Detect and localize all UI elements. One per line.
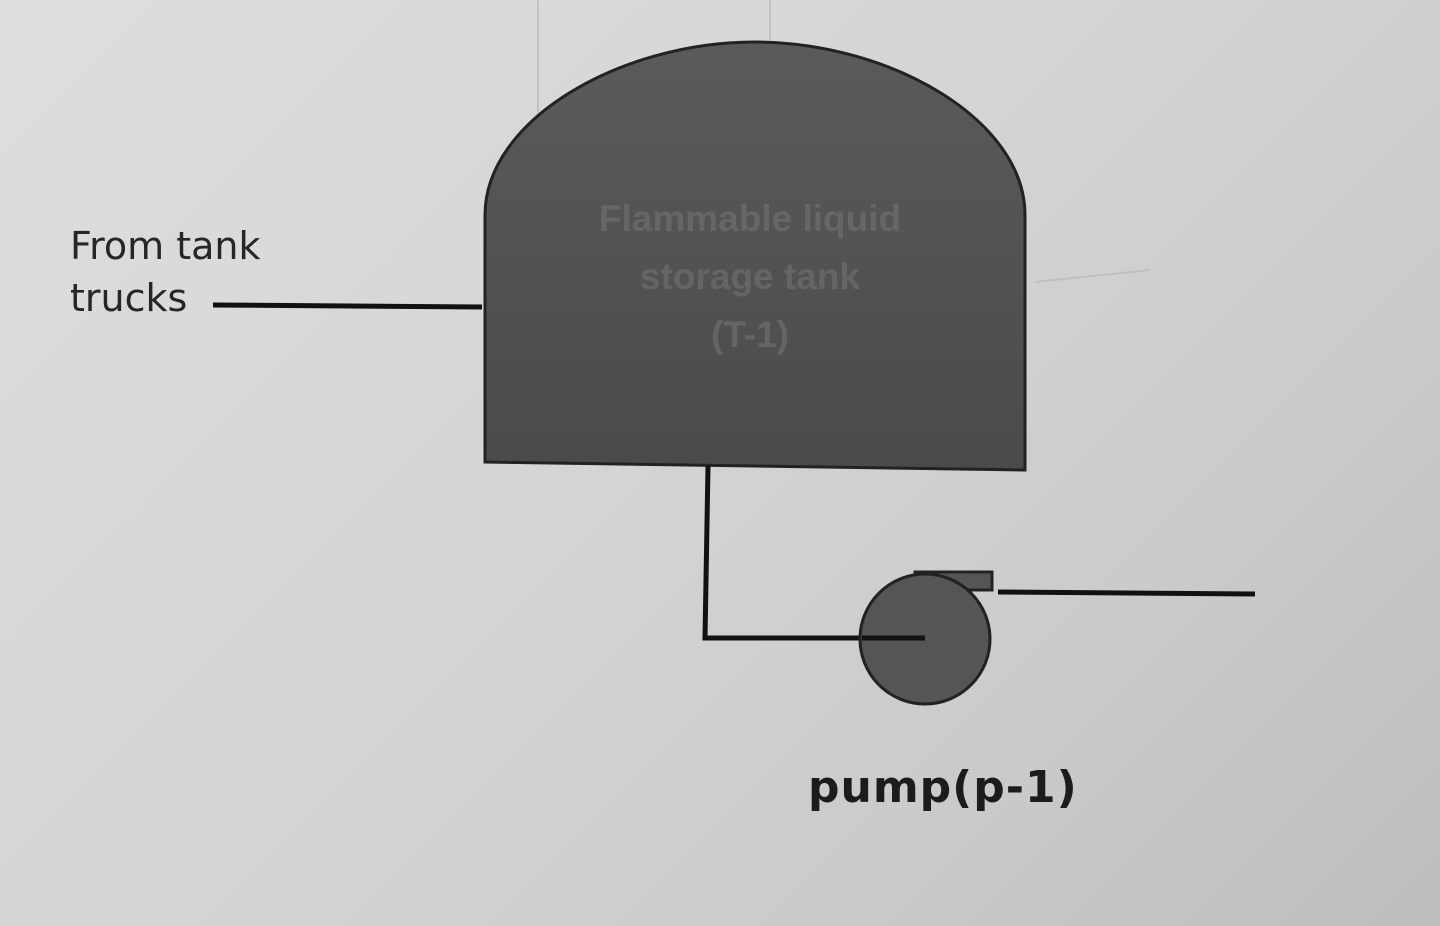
background-marks xyxy=(537,0,1151,283)
tank-label-line-1: Flammable liquid xyxy=(598,198,902,239)
pump-label: pump(p-1) xyxy=(808,762,1078,813)
tank-label-line-2: storage tank xyxy=(639,256,860,297)
tank-label: Flammable liquid storage tank (T-1) xyxy=(500,190,1000,364)
inlet-label-line-2: trucks xyxy=(70,276,188,320)
discharge-pipe xyxy=(997,589,1256,597)
tank-to-pump-pipe xyxy=(702,465,922,641)
storage-tank-T1 xyxy=(483,40,1027,472)
tank-label-line-3: (T-1) xyxy=(710,314,790,355)
inlet-label-line-1: From tank xyxy=(70,224,261,268)
inlet-label: From tank trucks xyxy=(70,220,290,324)
inlet-pipe xyxy=(212,302,483,310)
centrifugal-pump-P1 xyxy=(858,570,994,706)
